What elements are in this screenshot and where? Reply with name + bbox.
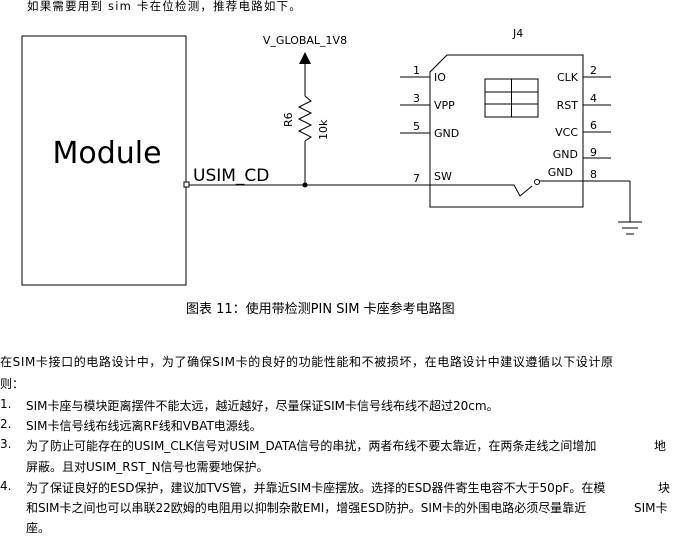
module-pin [183,181,190,188]
pin-name: VPP [434,99,455,112]
power-net-label: V_GLOBAL_1V8 [263,34,347,47]
pin-name: CLK [557,71,579,84]
pin-num: 9 [590,146,597,159]
list-item-text: 为了保证良好的ESD保护，建议加TVS管，并靠近SIM卡座摆放。选择的ESD器件… [26,481,606,495]
pin-num: 8 [590,168,597,181]
paragraph-line: 则： [0,377,25,391]
resistor-r6 [297,95,313,142]
pin-name: SW [434,170,452,183]
side-fragment: SIM卡 [634,501,668,515]
list-number: 3. [0,437,12,451]
pin-num: 5 [413,120,420,133]
pin-name: GND [548,166,573,179]
right-pins: 2 4 6 9 8 CLK RST VCC GND GND [548,64,611,181]
list-item-text: 为了防止可能存在的USIM_CLK信号对USIM_DATA信号的串扰，两者布线不… [26,439,597,453]
list-item-text: SIM卡座与模块距离摆件不能太远，越近越好，尽量保证SIM卡信号线布线不超过20… [26,399,499,413]
connector-body [429,54,584,208]
list-number: 4. [0,479,12,493]
side-fragment: 块 [658,481,671,495]
connector-ref: J4 [512,27,523,40]
pin-num: 6 [590,119,597,132]
pin-num: 7 [413,172,420,185]
list-item-text: 屏蔽。且对USIM_RST_N信号也需要地保护。 [26,460,269,474]
list-number: 1. [0,397,12,411]
pin-name: RST [557,99,579,112]
schematic-diagram: Module USIM_CD V_GLOBAL_1V8 R6 10k J4 1 … [21,27,642,286]
figure-caption: 图表 11：使用带检测PIN SIM 卡座参考电路图 [186,302,455,317]
side-fragment: 地 [654,439,667,453]
module-label: Module [52,136,161,171]
list-item-text: 和SIM卡之间也可以串联22欧姆的电阻用以抑制杂散EMI，增强ESD防护。SIM… [26,501,587,515]
pin-num: 3 [413,92,420,105]
pin-name: VCC [555,126,578,139]
resistor-ref: R6 [282,112,295,127]
resistor-value: 10k [317,119,330,140]
intro-text: 如果需要用到 sim 卡在位检测，推荐电路如下。 [27,0,302,13]
pin-num: 4 [590,92,597,105]
pin-name: IO [434,71,446,84]
list-item-text: SIM卡信号线布线远离RF线和VBAT电源线。 [26,419,262,433]
signal-net-label: USIM_CD [193,166,269,186]
pin-name: GND [553,148,578,161]
detect-switch [500,184,533,197]
module-box [21,35,187,286]
left-pins: 1 3 5 7 IO VPP GND SW [400,64,459,185]
pin-num: 2 [590,64,597,77]
paragraph-line: 在SIM卡接口的电路设计中，为了确保SIM卡的良好的功能性能和不被损坏，在电路设… [0,355,614,369]
pin-name: GND [434,127,459,140]
list-number: 2. [0,417,12,431]
pin-num: 1 [413,64,420,77]
power-arrow [299,52,311,64]
list-item-text: 座。 [26,521,51,535]
